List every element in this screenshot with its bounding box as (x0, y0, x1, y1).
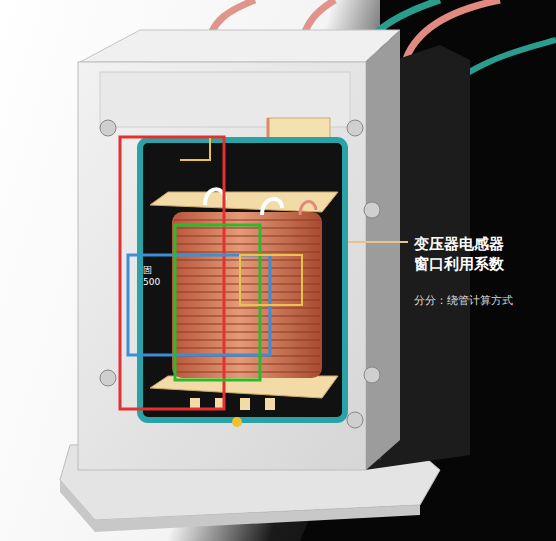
core-window (140, 140, 345, 420)
frame-top (80, 30, 400, 62)
base-edge (60, 480, 420, 532)
coil-turns (174, 220, 320, 372)
yellow-mark (180, 138, 210, 160)
small-label: 固 (143, 266, 152, 276)
callout-subtitle: 分分：绕管计算方式 (414, 294, 513, 307)
lead (262, 199, 282, 215)
green-highlight (175, 225, 260, 380)
bolt (347, 412, 363, 428)
yellow-highlight (240, 255, 302, 305)
lead (205, 189, 225, 205)
frame-side (366, 30, 400, 470)
red-highlight (120, 137, 224, 409)
bolt (347, 120, 363, 136)
leader-line (348, 241, 408, 243)
bolt (364, 367, 380, 383)
frame-front (78, 62, 366, 470)
lead (300, 202, 316, 215)
callout-title: 变压器电感器 窗口利用系数 (414, 234, 510, 275)
pin (265, 398, 275, 410)
bolt (100, 120, 116, 136)
small-label: 500 (143, 278, 160, 288)
marker-dot (232, 417, 242, 427)
pin (240, 398, 250, 410)
bolt (364, 202, 380, 218)
bolt (100, 370, 116, 386)
copper-coil (172, 212, 322, 378)
